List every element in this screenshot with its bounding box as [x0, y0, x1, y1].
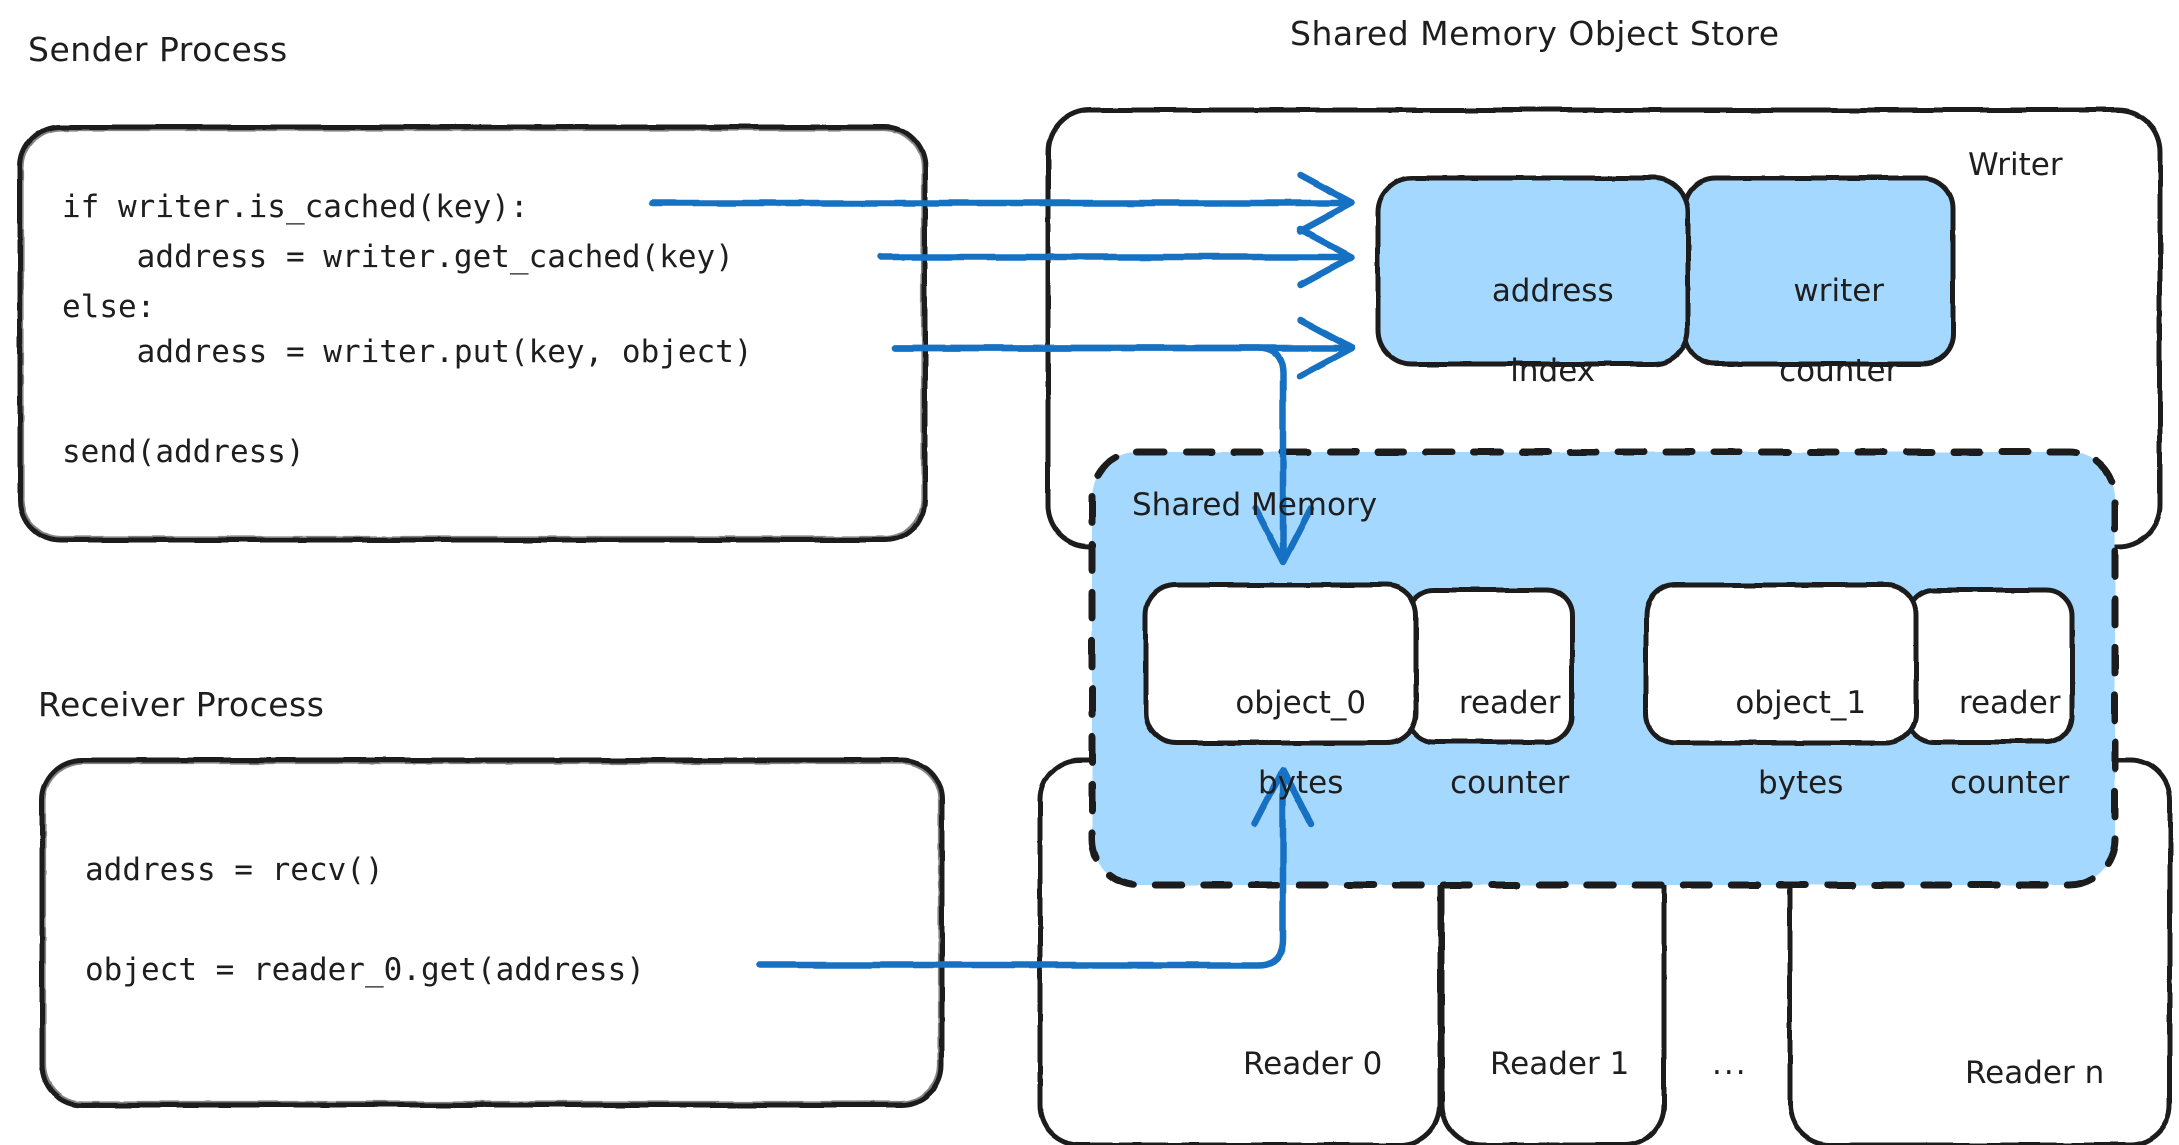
writer-slot-address-index: [1375, 175, 1691, 367]
shared-memory-region: [1088, 448, 2119, 889]
object-1-counter-box: [1905, 587, 2075, 745]
arrow-get-cached: [876, 225, 1356, 289]
sender-process-box: [17, 124, 928, 543]
receiver-process-box: [39, 757, 945, 1108]
arrow-put-to-shared-memory: [891, 344, 1315, 566]
arrow-is-cached: [648, 171, 1356, 235]
object-1-bytes-box: [1643, 582, 1919, 746]
object-0-counter-box: [1405, 587, 1575, 745]
object-0-bytes-box: [1143, 582, 1419, 746]
writer-slot-writer-counter: [1682, 175, 1956, 367]
arrow-reader-get: [756, 766, 1315, 969]
